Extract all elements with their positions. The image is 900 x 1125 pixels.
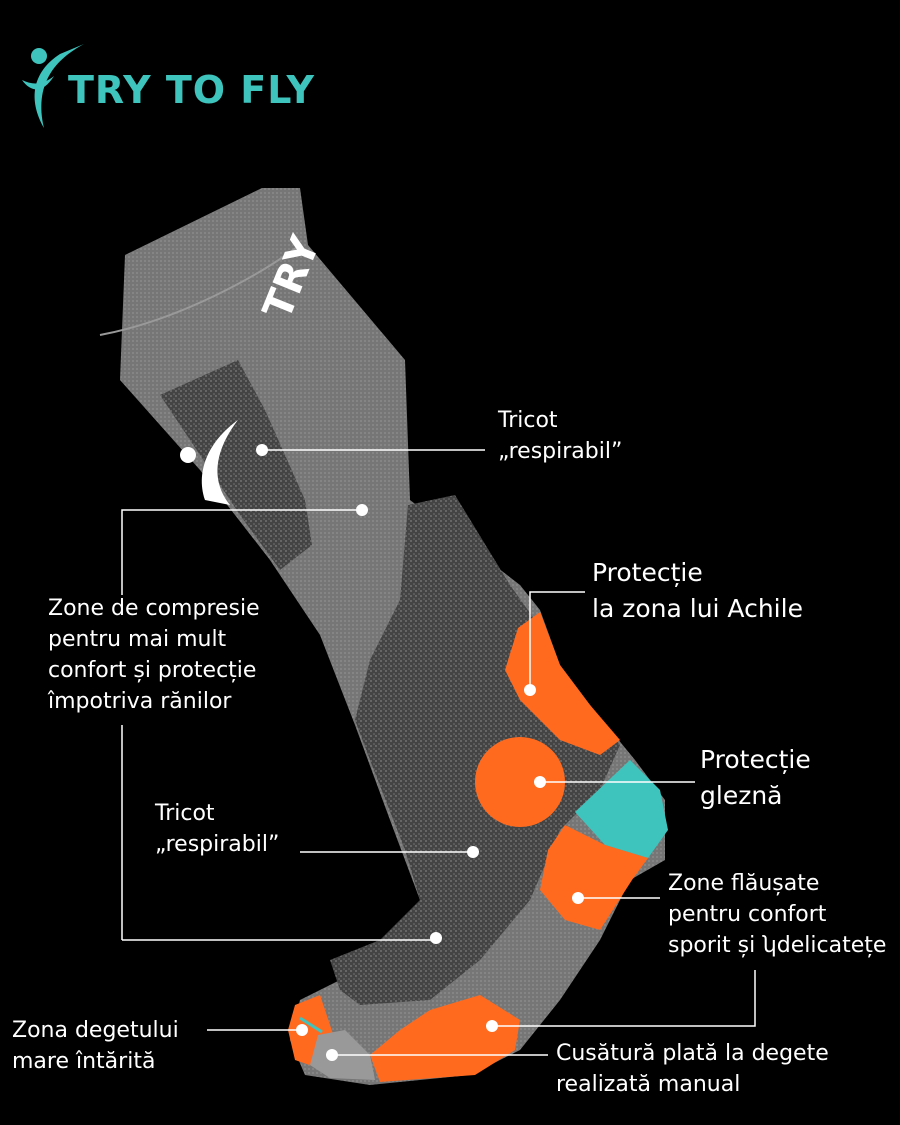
lower-mesh-panel [330,495,620,1005]
heel-fleece-zone [540,825,648,930]
callout-compression-zones: Zone de compresie pentru mai mult confor… [48,596,260,714]
leader-lines [121,449,756,1056]
achilles-protection-zone [505,612,620,755]
heel-teal-zone [575,760,668,858]
swoosh-figure-logo-icon [22,44,84,128]
callout-breathable-top: Tricot „respirabil” [498,408,623,464]
callout-fleece-zones: Zone flăușate pentru confort sporit și ʮ… [668,871,887,958]
callout-flat-seam: Cusătură plată la degete realizată manua… [556,1041,829,1097]
callout-ankle-protection: Protecție gleznă [700,745,811,810]
callout-breathable-mid: Tricot „respirabil” [155,801,280,857]
sock-logo-icon [201,420,238,505]
calf-mesh-panel [160,360,312,570]
brand-name: TRY TO FLY [68,68,316,112]
ankle-protection-circle [475,737,565,827]
callout-dots [256,444,584,1061]
callout-big-toe: Zona degetului mare întărită [12,1018,179,1074]
sole-fleece-zone [370,995,520,1082]
callout-achilles-protection: Protecție la zona lui Achile [592,558,803,623]
